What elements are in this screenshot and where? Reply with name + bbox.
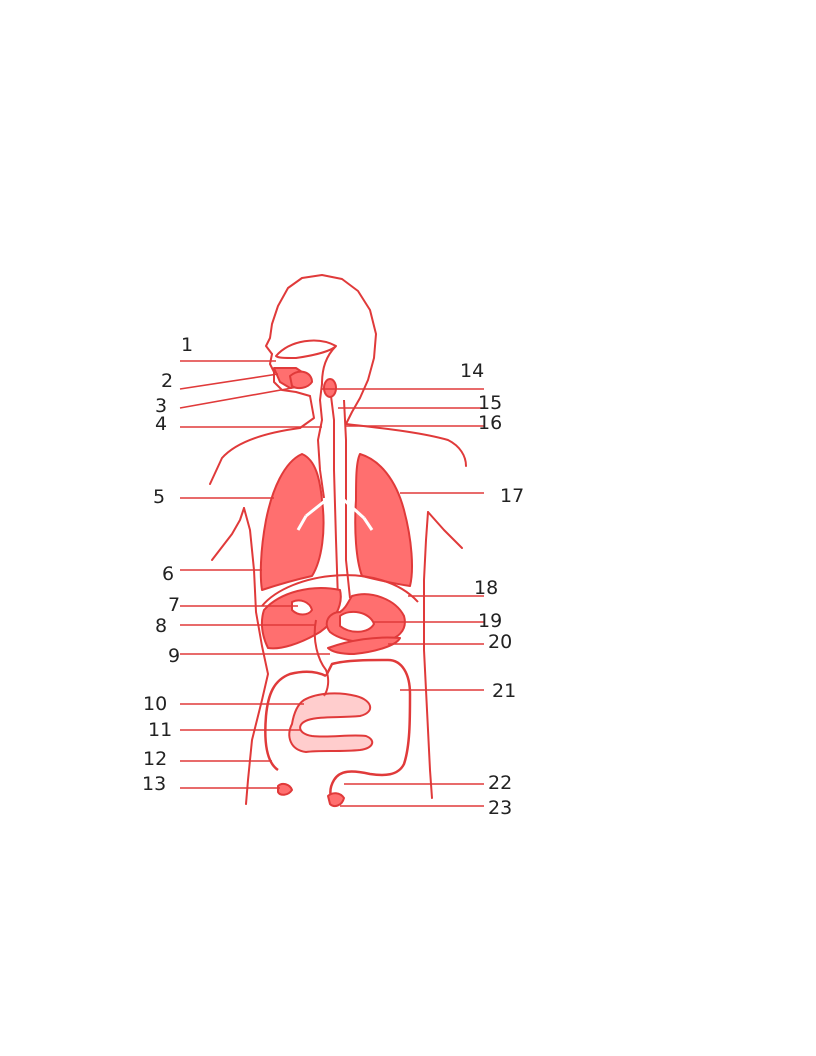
label-21: 21 [492, 680, 516, 702]
label-2: 2 [161, 370, 173, 392]
right-torso-side [423, 511, 433, 799]
large-intestine [264, 658, 412, 807]
label-23: 23 [488, 797, 512, 819]
epiglottis [323, 378, 337, 398]
number-labels: 1 2 3 4 5 6 7 8 9 10 11 12 13 14 15 16 1… [142, 334, 524, 819]
label-6: 6 [162, 563, 174, 585]
esophagus-right [343, 399, 351, 599]
diaphragm [261, 574, 419, 607]
label-5: 5 [153, 486, 165, 508]
leader-3 [179, 387, 293, 409]
rectum [327, 792, 345, 807]
neck-left [299, 395, 315, 429]
label-11: 11 [148, 719, 172, 741]
stomach-inner [339, 610, 375, 633]
label-20: 20 [488, 631, 512, 653]
label-10: 10 [143, 693, 167, 715]
label-15: 15 [478, 392, 502, 414]
label-13: 13 [142, 773, 166, 795]
label-17: 17 [500, 485, 524, 507]
nasal-cavity [275, 339, 337, 359]
duodenum [313, 619, 330, 697]
tongue [289, 370, 313, 390]
label-1: 1 [181, 334, 193, 356]
face-profile [269, 353, 311, 397]
body-outline [209, 274, 467, 805]
bronchi [296, 498, 374, 531]
leader-lines [179, 360, 484, 807]
liver [260, 587, 342, 650]
esophagus [329, 387, 339, 601]
label-16: 16 [478, 412, 502, 434]
left-torso-side [243, 507, 269, 805]
right-arm [427, 511, 463, 549]
leader-2 [179, 373, 279, 390]
label-9: 9 [168, 645, 180, 667]
pharynx [317, 345, 337, 499]
label-12: 12 [143, 748, 167, 770]
right-shoulder [345, 423, 467, 467]
head-outline [265, 274, 377, 425]
label-3: 3 [155, 395, 167, 417]
label-18: 18 [474, 577, 498, 599]
left-lung [259, 453, 325, 591]
left-shoulder [209, 427, 301, 485]
appendix [277, 782, 293, 796]
label-22: 22 [488, 772, 512, 794]
pancreas [327, 636, 401, 655]
gallbladder [291, 599, 313, 616]
label-7: 7 [168, 594, 180, 616]
label-19: 19 [478, 610, 502, 632]
organs [259, 339, 419, 807]
label-14: 14 [460, 360, 484, 382]
left-arm [211, 507, 245, 561]
small-intestine [288, 692, 374, 753]
label-4: 4 [155, 413, 167, 435]
label-8: 8 [155, 615, 167, 637]
